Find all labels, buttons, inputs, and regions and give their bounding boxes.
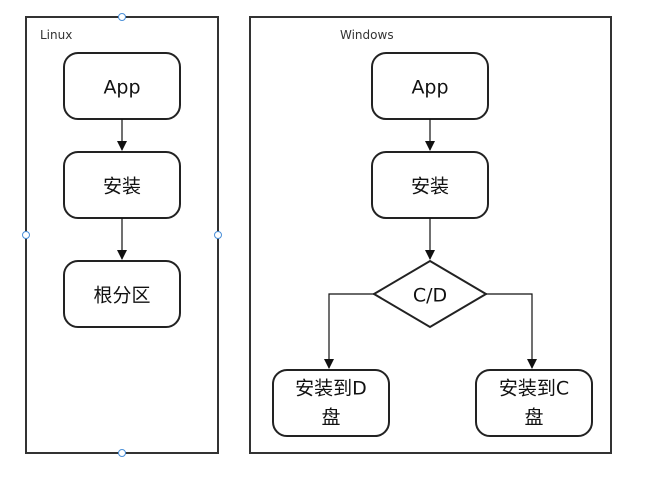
- selection-handles[interactable]: [22, 13, 222, 457]
- linux-install-label: 安装: [103, 176, 141, 198]
- linux-root-partition-label: 根分区: [93, 285, 150, 307]
- windows-install-c-label-line2: 盘: [524, 407, 543, 429]
- resize-handle-top[interactable]: [118, 13, 126, 21]
- resize-handle-left[interactable]: [22, 231, 30, 239]
- linux-root-partition-node[interactable]: 根分区: [63, 260, 181, 328]
- windows-install-d-label-line1: 安装到D: [295, 378, 367, 400]
- windows-install-d-node[interactable]: 安装到D 盘: [272, 369, 390, 437]
- windows-edge-decision-c: [486, 293, 537, 369]
- resize-handle-right[interactable]: [214, 231, 222, 239]
- linux-app-node[interactable]: App: [63, 52, 181, 120]
- windows-install-c-label-line1: 安装到C: [499, 378, 569, 400]
- windows-app-label: App: [411, 77, 448, 99]
- windows-install-d-label-line2: 盘: [321, 407, 340, 429]
- linux-install-node[interactable]: 安装: [63, 151, 181, 219]
- windows-install-c-node[interactable]: 安装到C 盘: [475, 369, 593, 437]
- windows-install-label: 安装: [411, 176, 449, 198]
- windows-edge-decision-d: [324, 293, 374, 369]
- linux-app-label: App: [103, 77, 140, 99]
- windows-container-label: Windows: [340, 28, 394, 42]
- windows-app-node[interactable]: App: [371, 52, 489, 120]
- windows-install-node[interactable]: 安装: [371, 151, 489, 219]
- resize-handle-bottom[interactable]: [118, 449, 126, 457]
- windows-decision-label: C/D: [413, 285, 447, 307]
- linux-container-label: Linux: [40, 28, 72, 42]
- windows-decision-node[interactable]: C/D: [372, 259, 488, 329]
